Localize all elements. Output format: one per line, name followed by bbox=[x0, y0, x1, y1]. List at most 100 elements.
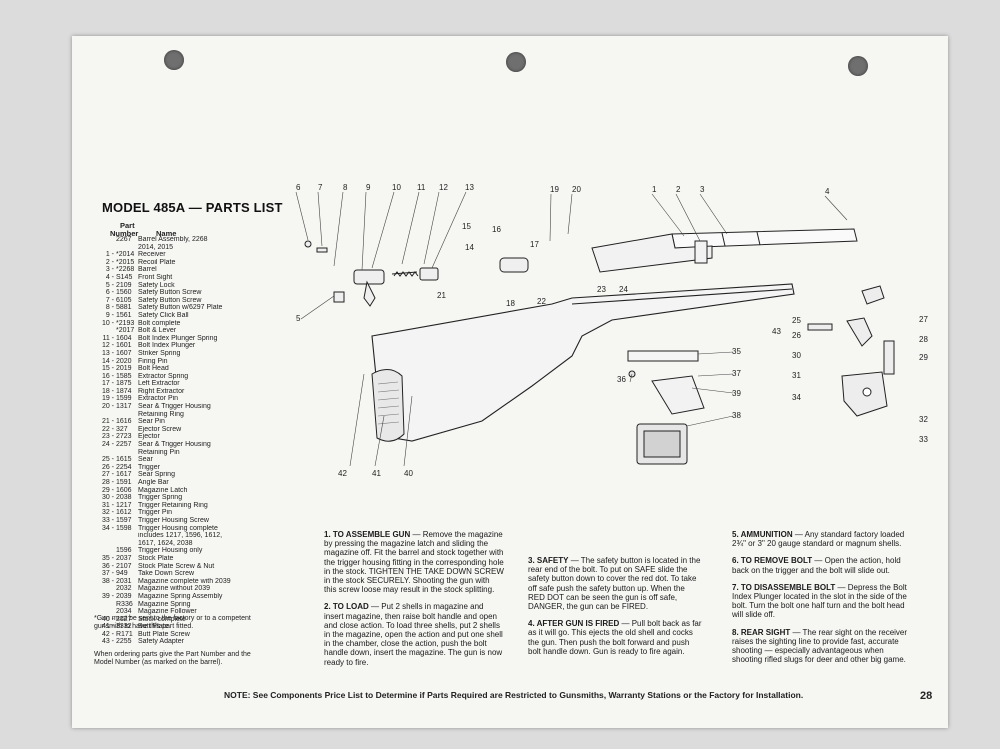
callout-number: 37 bbox=[732, 369, 741, 378]
remove-text: — Open the action, hold back on the trig… bbox=[732, 556, 901, 575]
stock bbox=[371, 283, 795, 442]
callout-number: 25 bbox=[792, 316, 801, 325]
callout-number: 29 bbox=[919, 353, 928, 362]
part-name: Sear Spring bbox=[138, 471, 175, 479]
part-number: *2268 bbox=[116, 266, 135, 274]
part-number: 1597 bbox=[116, 516, 132, 524]
callout-number: 22 bbox=[537, 297, 546, 306]
callout-number: 21 bbox=[437, 291, 446, 300]
part-index: 12 - bbox=[101, 342, 114, 350]
part-name: Receiver bbox=[138, 251, 166, 259]
part-name: Safety Button Screw bbox=[138, 289, 202, 297]
callout-number: 43 bbox=[772, 327, 781, 336]
callout-number: 15 bbox=[462, 222, 471, 231]
part-name: Trigger Housing Screw bbox=[138, 516, 209, 524]
part-index: 7 - bbox=[105, 296, 114, 304]
instr-disassemble: 7. TO DISASSEMBLE BOLT — Depress the Bol… bbox=[732, 583, 912, 620]
part-number: 2267 bbox=[116, 236, 132, 243]
part-index: 43 - bbox=[101, 638, 114, 646]
part-number: 5881 bbox=[116, 304, 132, 312]
part-name: Trigger bbox=[138, 463, 160, 471]
ammo-text: — Any standard factory loaded 2¾" or 3" … bbox=[732, 530, 905, 549]
sight-heading: 8. REAR SIGHT bbox=[732, 627, 791, 637]
part-index: 37 - bbox=[101, 570, 114, 578]
binder-hole-right bbox=[848, 56, 868, 76]
manual-page: MODEL 485A — PARTS LIST Part Number Name… bbox=[72, 36, 948, 728]
part-index: 41 - bbox=[101, 623, 114, 631]
part-number: 1607 bbox=[116, 349, 132, 357]
part-number: 2031 bbox=[116, 577, 132, 585]
part-index: 30 - bbox=[101, 494, 114, 502]
part-number: 2254 bbox=[116, 463, 132, 471]
assemble-heading: 1. TO ASSEMBLE GUN bbox=[324, 530, 411, 539]
callout-number: 5 bbox=[296, 314, 301, 323]
part-number: 1604 bbox=[116, 334, 132, 342]
receiver bbox=[591, 233, 713, 273]
part-number: 1616 bbox=[116, 418, 132, 426]
safety-heading: 3. SAFETY bbox=[528, 556, 569, 565]
part-index: 15 - bbox=[101, 365, 114, 373]
part-number: 327 bbox=[116, 425, 128, 433]
instr-after: 4. AFTER GUN IS FIRED — Pull bolt back a… bbox=[528, 619, 703, 656]
part-name: Magazine Latch bbox=[138, 486, 188, 494]
part-name: Magazine without 2039 bbox=[138, 585, 210, 593]
parts-list-row: 2014, 2015 bbox=[94, 244, 259, 252]
parts-column-header: Part Number Name bbox=[110, 222, 176, 238]
magazine bbox=[627, 350, 705, 465]
part-number: 6105 bbox=[116, 296, 132, 304]
ordering-note: When ordering parts give the Part Number… bbox=[94, 651, 251, 666]
part-name: includes 1217, 1596, 1612, bbox=[138, 532, 223, 540]
disassemble-heading: 7. TO DISASSEMBLE BOLT bbox=[732, 582, 836, 592]
callout-number: 23 bbox=[597, 285, 606, 294]
part-number: 1598 bbox=[116, 524, 132, 532]
part-number: 1612 bbox=[116, 509, 132, 517]
part-name: Safety Adapter bbox=[138, 638, 184, 646]
part-name: Stock complete bbox=[138, 615, 186, 623]
part-index: 5 - bbox=[105, 281, 114, 289]
footnote: *Gun must be sent to the factory or to a… bbox=[94, 615, 251, 630]
part-number: *2017 bbox=[116, 327, 135, 335]
safety-text: — The safety button is located in the re… bbox=[528, 556, 701, 612]
instr-sight: 8. REAR SIGHT — The rear sight on the re… bbox=[732, 628, 912, 665]
part-name: Sear & Trigger Housing bbox=[138, 403, 211, 411]
part-index: 26 - bbox=[101, 463, 114, 471]
part-number: 2039 bbox=[116, 592, 132, 600]
part-index: 10 - bbox=[101, 319, 114, 327]
callout-number: 13 bbox=[465, 183, 474, 192]
callout-number: 31 bbox=[792, 371, 801, 380]
part-name: Magazine Spring Assembly bbox=[138, 592, 223, 600]
callout-number: 3 bbox=[700, 185, 705, 194]
part-index: 18 - bbox=[101, 387, 114, 395]
part-index: 28 - bbox=[101, 479, 114, 486]
part-index: 34 - bbox=[101, 524, 114, 532]
parts-list-title: MODEL 485A — PARTS LIST bbox=[102, 200, 283, 215]
instr-remove: 6. TO REMOVE BOLT — Open the action, hol… bbox=[732, 556, 912, 574]
part-index: 4 - bbox=[105, 273, 114, 281]
after-text: — Pull bolt back as far as it will go. T… bbox=[528, 619, 702, 656]
callout-number: 12 bbox=[439, 183, 448, 192]
parts-list-row: includes 1217, 1596, 1612, bbox=[94, 532, 259, 540]
part-number: R171 bbox=[116, 630, 133, 638]
part-name: Angle Bar bbox=[138, 479, 169, 486]
part-name: Stock Plate bbox=[138, 554, 174, 562]
